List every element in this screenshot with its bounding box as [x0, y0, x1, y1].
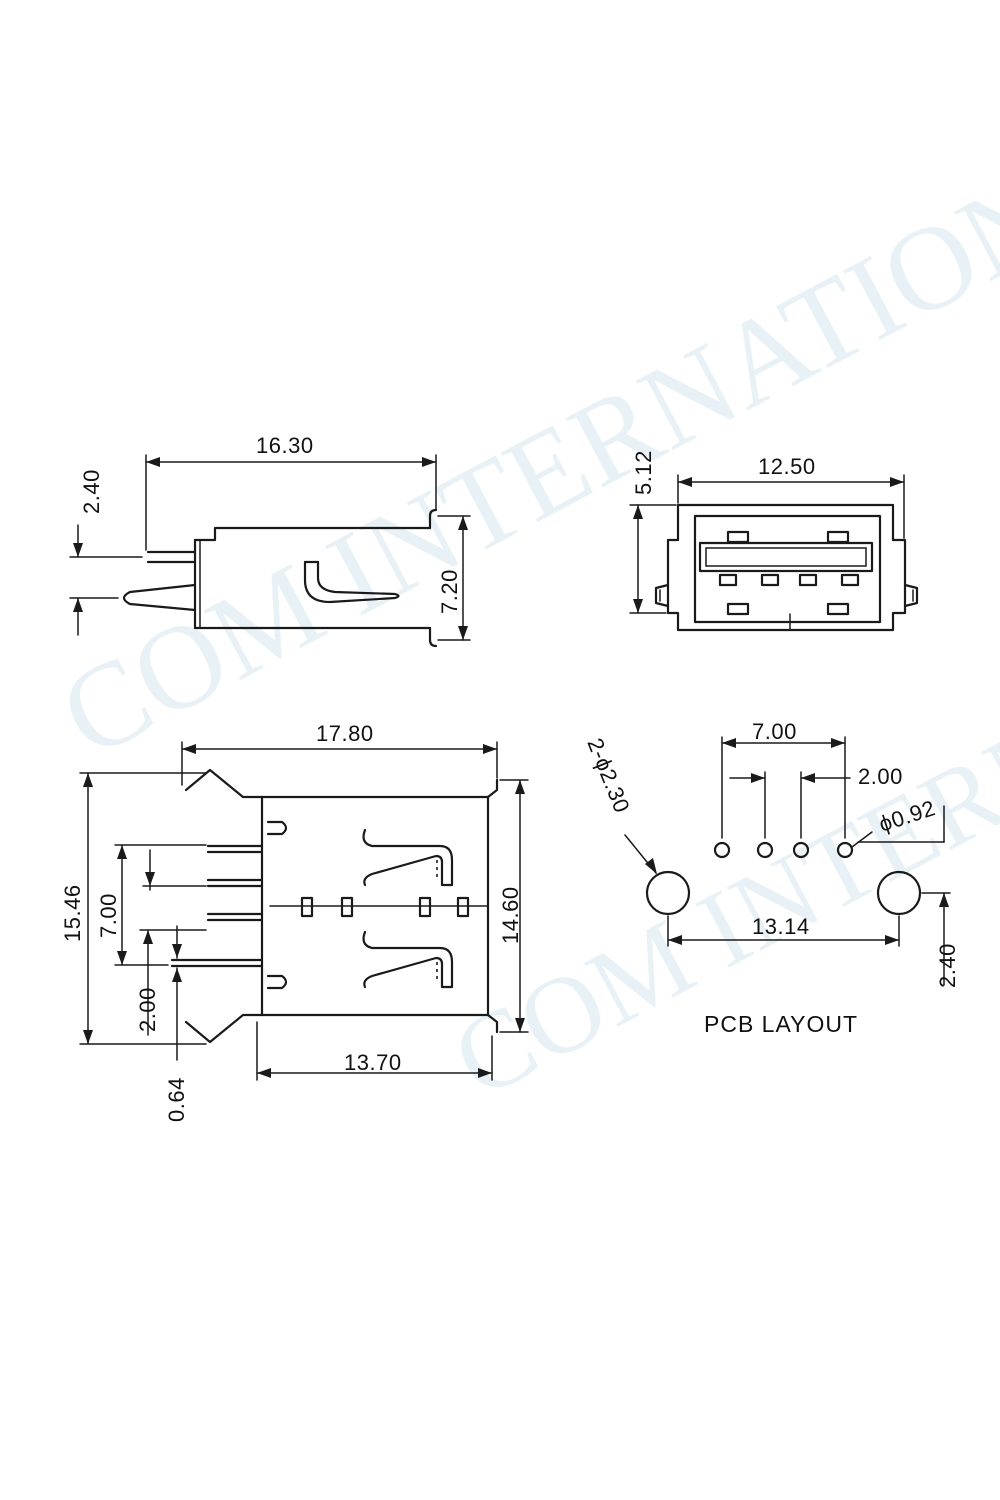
pcb-layout-title: PCB LAYOUT — [704, 1011, 858, 1037]
front-dim-width: 12.50 — [758, 454, 816, 479]
side-view: 16.30 2.40 7.20 — [69, 433, 471, 648]
top-dim-body-width: 13.70 — [344, 1050, 402, 1075]
pcb-dim-mount-offset: 2.40 — [935, 943, 960, 988]
side-dim-length: 16.30 — [256, 433, 314, 458]
top-dim-pin-span: 7.00 — [96, 893, 121, 938]
front-view: 12.50 5.12 — [629, 450, 919, 632]
top-dim-body-height: 14.60 — [498, 886, 523, 944]
top-dim-overall-width: 17.80 — [316, 721, 374, 746]
pcb-dim-mount-hole: 2-ϕ2.30 — [582, 735, 634, 817]
top-dim-pin-pitch: 2.00 — [135, 987, 160, 1032]
top-view: 17.80 15.46 7.00 2.00 0.64 — [60, 721, 529, 1122]
pcb-layout: 7.00 2.00 ϕ0.92 2-ϕ2.30 13.14 2.40 PCB L… — [582, 719, 960, 1037]
side-dim-height: 7.20 — [437, 569, 462, 614]
watermark-text-1: COM INTERNATIONAL — [40, 72, 1000, 782]
top-dim-pin-width: 0.64 — [164, 1077, 189, 1122]
front-dim-height: 5.12 — [631, 450, 656, 495]
pcb-dim-pin-pitch: 2.00 — [858, 764, 903, 789]
top-dim-overall-height: 15.46 — [60, 884, 85, 942]
pcb-dim-mount-span: 13.14 — [752, 914, 810, 939]
pcb-dim-pin-span: 7.00 — [752, 719, 797, 744]
side-dim-pin-offset: 2.40 — [79, 469, 104, 514]
